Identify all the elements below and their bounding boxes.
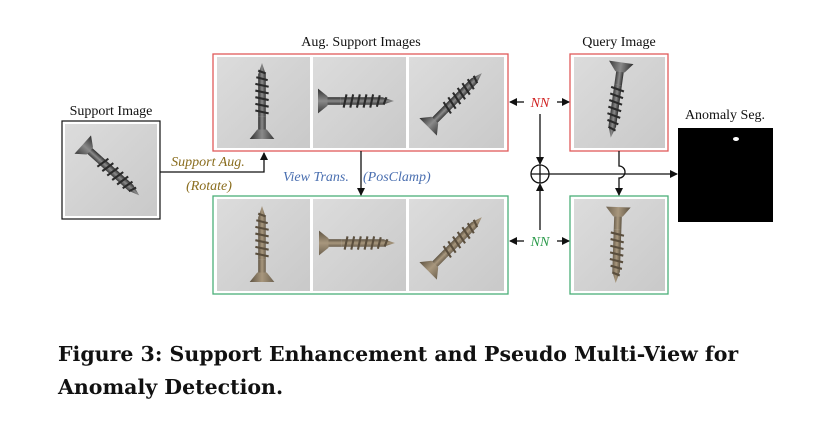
aug-support-images-label: Aug. Support Images [301, 35, 420, 50]
nn-bottom-label: NN [530, 235, 550, 250]
aug-image-2 [313, 57, 406, 148]
pos-clamp-label: (PosClamp) [363, 170, 431, 185]
support-aug-arrow [160, 152, 268, 173]
nn-top-label: NN [530, 96, 550, 111]
anomaly-seg-label: Anomaly Seg. [685, 108, 765, 123]
aug-image-1 [217, 57, 310, 148]
pseudo-view-image-3 [409, 199, 504, 291]
query-image-label: Query Image [582, 35, 655, 50]
support-image [61, 120, 161, 220]
query-to-view-arrow [615, 151, 626, 196]
figure-caption: Figure 3: Support Enhancement and Pseudo… [58, 338, 818, 404]
aug-support-images-panel [212, 53, 509, 152]
caption-line-1: Figure 3: Support Enhancement and Pseudo… [58, 342, 739, 366]
rotate-label: (Rotate) [186, 179, 232, 194]
support-aug-label: Support Aug. [171, 155, 245, 170]
query-view-image [569, 195, 669, 295]
caption-line-2: Anomaly Detection. [58, 375, 284, 399]
pseudo-view-image-2 [313, 199, 406, 291]
view-trans-label: View Trans. [283, 170, 349, 185]
pseudo-view-image-1 [217, 199, 310, 291]
support-image-label: Support Image [70, 104, 153, 119]
anomaly-segmentation-map [678, 128, 773, 222]
pseudo-view-images-panel [212, 195, 509, 295]
aug-image-3 [409, 57, 504, 148]
sum-node [530, 164, 550, 184]
query-image [569, 53, 669, 152]
